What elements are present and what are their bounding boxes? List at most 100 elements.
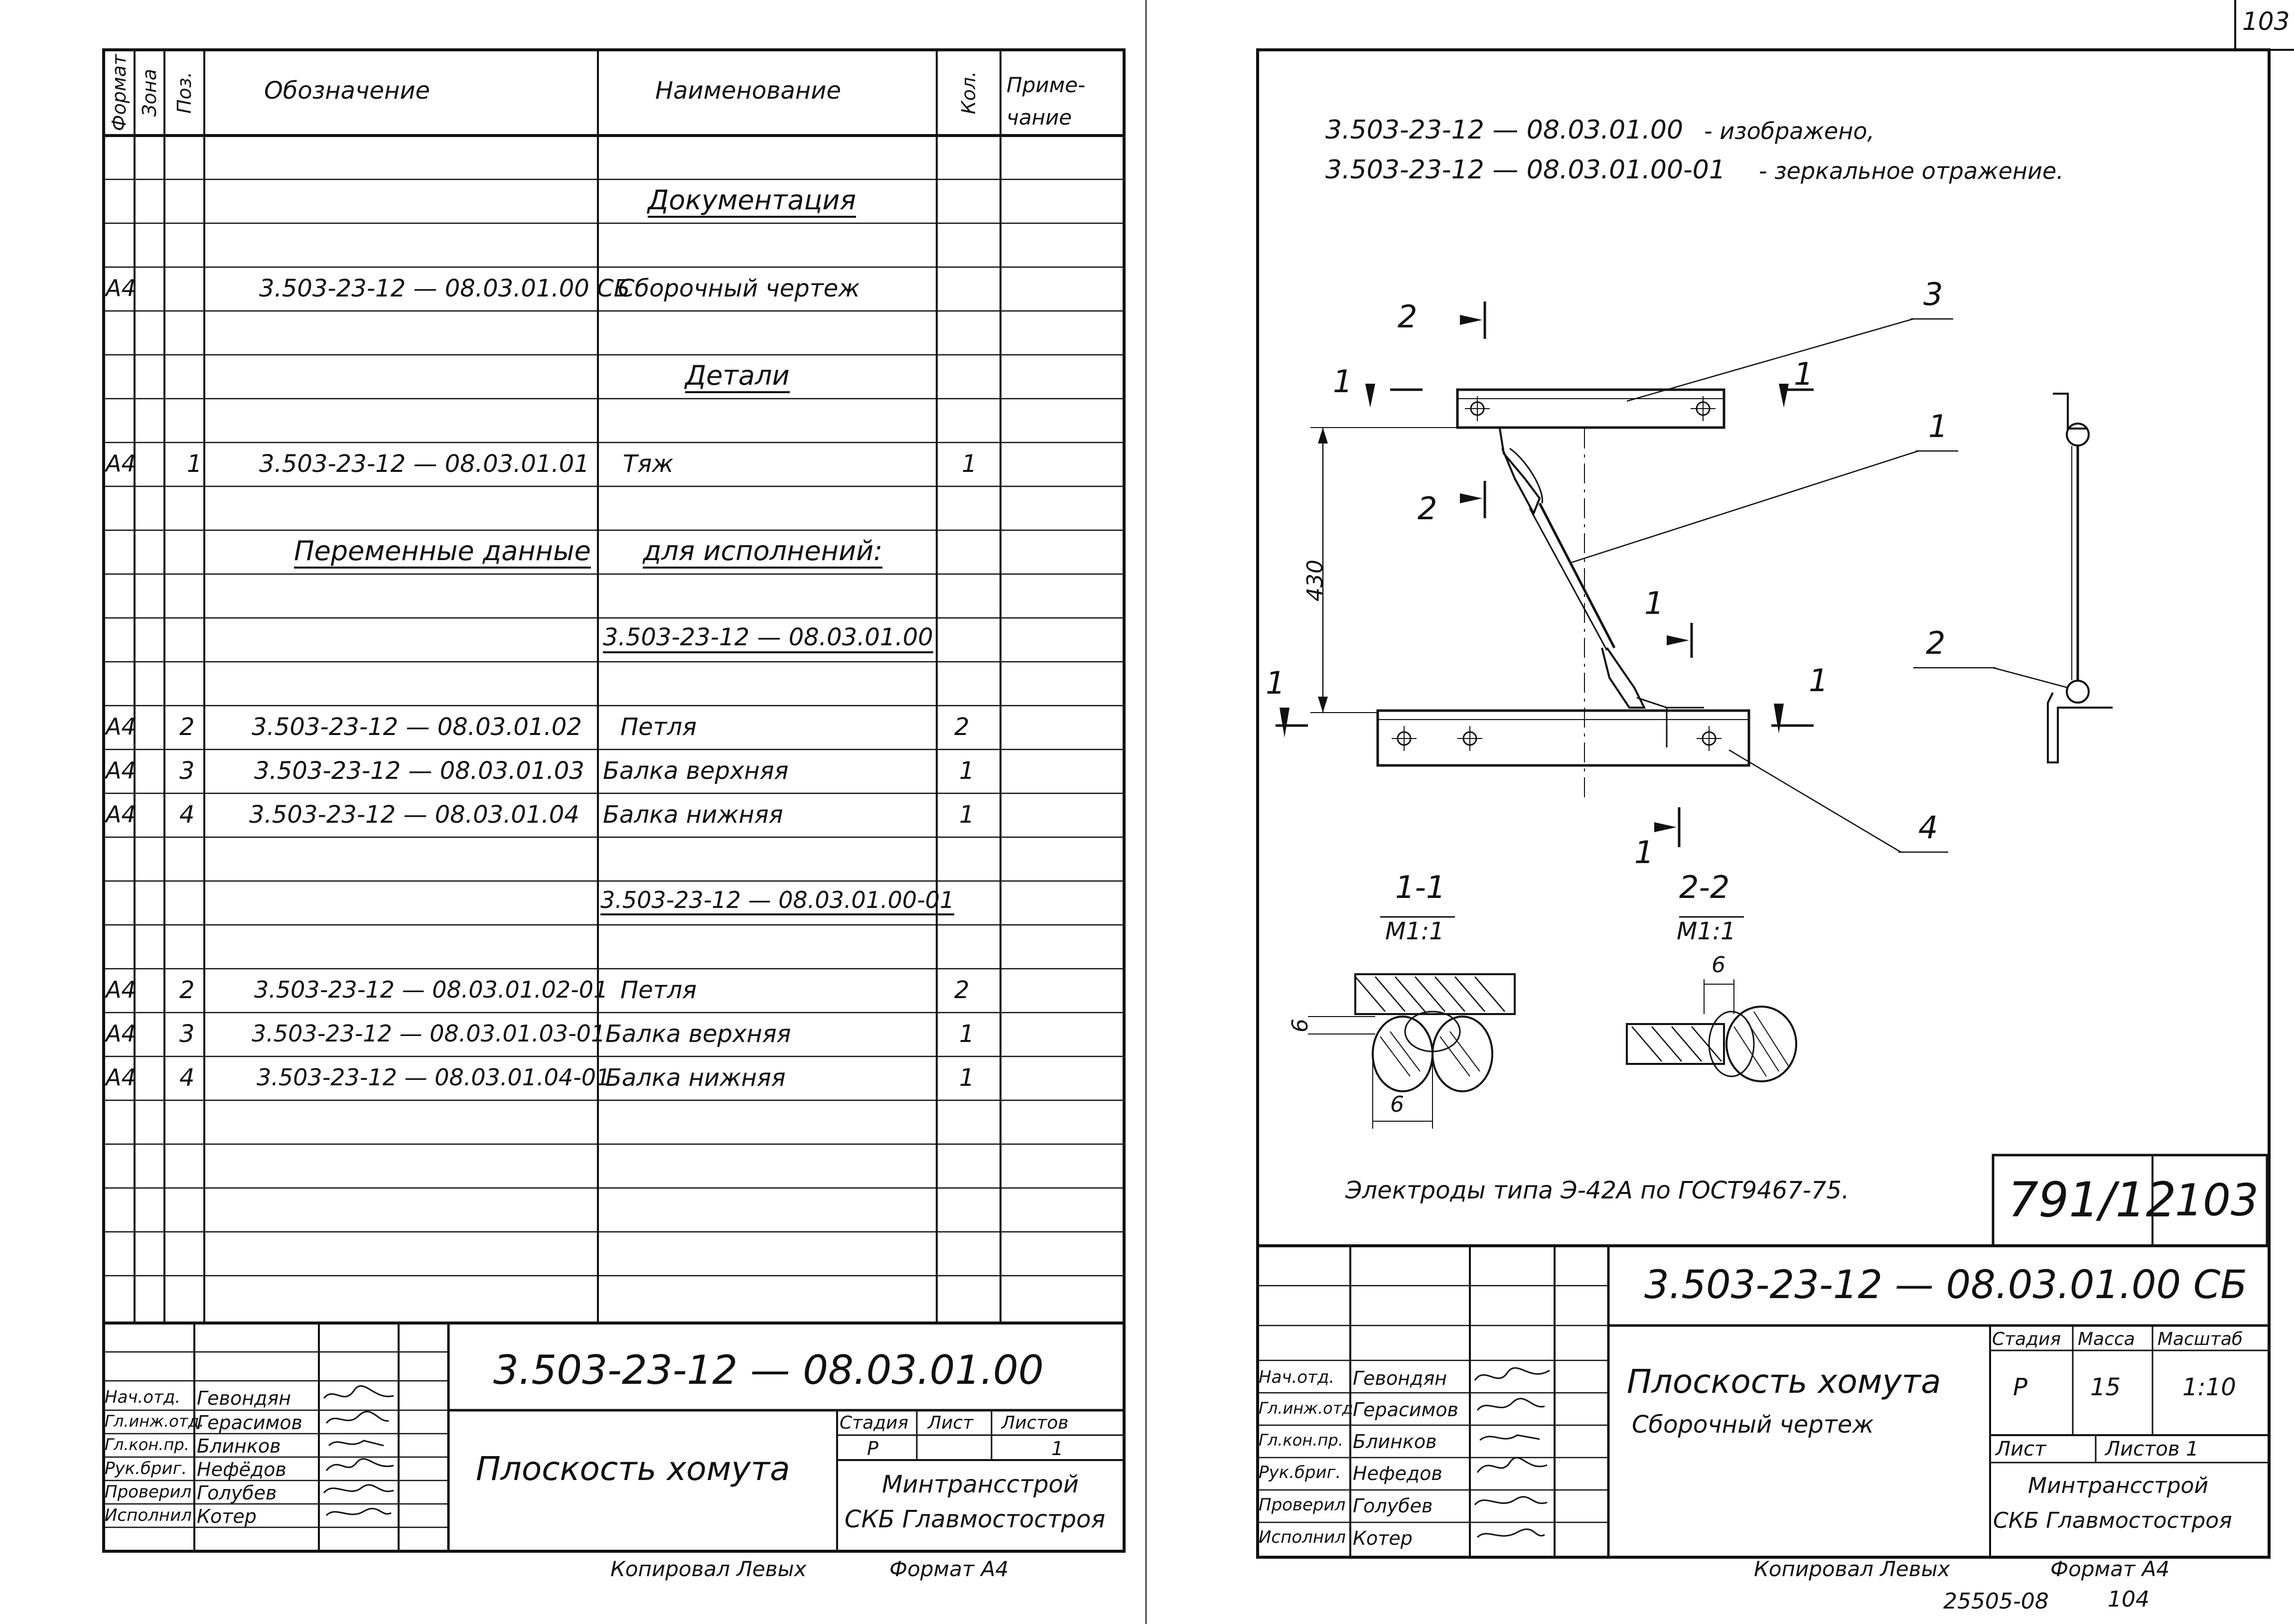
tb-org-1: Минтрансстрой bbox=[882, 1471, 1079, 1498]
person-name: Голубев bbox=[1353, 1495, 1433, 1517]
person-name: Гевондян bbox=[1353, 1367, 1447, 1389]
row-format: А4 bbox=[106, 1064, 136, 1091]
tb-stage-label: Стадия bbox=[1992, 1329, 2061, 1349]
row-name: Тяж bbox=[623, 450, 674, 478]
row-name: Сборочный чертеж bbox=[618, 275, 860, 302]
tb-sheet-label: Лист bbox=[928, 1413, 974, 1433]
footer-copied: Копировал Левых bbox=[1754, 1557, 1950, 1581]
person-name: Нефёдов bbox=[197, 1459, 287, 1480]
section-2-scale: М1:1 bbox=[1677, 917, 1736, 945]
note-line1-code: 3.503-23-12 — 08.03.01.00 bbox=[1325, 115, 1684, 145]
callout-3: 3 bbox=[1923, 276, 1943, 312]
row-name: Балка нижняя bbox=[603, 801, 783, 829]
tb-scale-label: Масштаб bbox=[2157, 1329, 2243, 1349]
tb-mass-label: Масса bbox=[2078, 1329, 2135, 1349]
row-pos: 4 bbox=[179, 1064, 195, 1092]
person-name: Голубев bbox=[197, 1482, 277, 1504]
person-role: Рук.бриг. bbox=[1259, 1463, 1341, 1482]
footer-format: Формат А4 bbox=[2050, 1557, 2170, 1581]
person-name: Блинков bbox=[197, 1435, 281, 1457]
row-pos: 3 bbox=[179, 757, 195, 785]
tb-subtitle: Сборочный чертеж bbox=[1632, 1411, 1874, 1439]
note-line2-text: - зеркальное отражение. bbox=[1759, 157, 2064, 184]
tb-title: Плоскость хомута bbox=[476, 1450, 790, 1488]
person-role: Проверил bbox=[105, 1482, 192, 1502]
row-format: А4 bbox=[106, 801, 136, 828]
footer-copied: Копировал Левых bbox=[610, 1557, 807, 1581]
footer-handwritten-2: 104 bbox=[2108, 1587, 2150, 1612]
row-name: Петля bbox=[620, 976, 697, 1004]
signatures-image bbox=[323, 1385, 394, 1516]
weld-dim: 6 bbox=[1712, 952, 1725, 978]
section-variant-b: 3.503-23-12 — 08.03.01.00-01 bbox=[600, 888, 955, 915]
tb-scale: 1:10 bbox=[2182, 1373, 2236, 1401]
section-mark: 1 bbox=[1794, 356, 1814, 392]
signatures-image bbox=[1474, 1367, 1550, 1538]
tb-code: 3.503-23-12 — 08.03.01.00 bbox=[493, 1347, 1044, 1393]
row-designation: 3.503-23-12 — 08.03.01.02 bbox=[252, 713, 582, 741]
tb-sheets-label: Листов 1 bbox=[2105, 1438, 2199, 1461]
person-role: Гл.инж.отд. bbox=[105, 1412, 204, 1431]
person-role: Нач.отд. bbox=[105, 1387, 181, 1407]
row-pos: 1 bbox=[187, 450, 202, 478]
row-format: А4 bbox=[106, 275, 136, 301]
row-designation: 3.503-23-12 — 08.03.01.02-01 bbox=[254, 976, 608, 1003]
tb-sheets: 1 bbox=[1051, 1438, 1064, 1460]
row-format: А4 bbox=[106, 450, 136, 477]
note-line2-code: 3.503-23-12 — 08.03.01.00-01 bbox=[1325, 155, 1725, 185]
weld-dim: 6 bbox=[1390, 1092, 1404, 1117]
person-name: Котер bbox=[197, 1505, 257, 1527]
section-variable-left: Переменные данные bbox=[294, 538, 591, 569]
header-designation: Обозначение bbox=[264, 77, 430, 105]
person-name: Блинков bbox=[1353, 1431, 1437, 1453]
person-name: Гевондян bbox=[197, 1387, 291, 1409]
tb-org-1: Минтрансстрой bbox=[2028, 1473, 2209, 1498]
row-qty: 2 bbox=[954, 976, 970, 1004]
callout-1: 1 bbox=[1928, 408, 1948, 444]
section-1-title: 1-1 bbox=[1395, 869, 1446, 905]
row-designation: 3.503-23-12 — 08.03.01.01 bbox=[259, 450, 589, 478]
dimension-430: 430 bbox=[1302, 560, 1328, 601]
section-variant-a: 3.503-23-12 — 08.03.01.00 bbox=[603, 625, 933, 653]
callout-4: 4 bbox=[1918, 809, 1938, 846]
header-zone: Зона bbox=[139, 69, 160, 117]
person-role: Рук.бриг. bbox=[105, 1459, 187, 1478]
row-format: А4 bbox=[106, 976, 136, 1003]
section-variable-right: для исполнений: bbox=[643, 538, 883, 569]
row-qty: 1 bbox=[959, 1064, 975, 1092]
header-note-1: Приме- bbox=[1006, 73, 1086, 97]
person-role: Исполнил bbox=[105, 1505, 192, 1525]
row-designation: 3.503-23-12 — 08.03.01.03-01 bbox=[252, 1020, 606, 1047]
tb-sheets-label: Листов bbox=[1002, 1413, 1069, 1433]
row-qty: 1 bbox=[959, 1020, 975, 1048]
section-mark: 2 bbox=[1398, 298, 1418, 335]
row-pos: 4 bbox=[179, 801, 195, 829]
person-name: Герасимов bbox=[197, 1412, 302, 1434]
section-mark: 1 bbox=[1333, 363, 1353, 400]
section-documentation: Документация bbox=[648, 187, 856, 218]
tb-org-2: СКБ Главмостостроя bbox=[845, 1505, 1106, 1533]
row-name: Петля bbox=[620, 713, 697, 741]
header-format: Формат bbox=[108, 54, 130, 132]
footer-format: Формат А4 bbox=[889, 1557, 1009, 1581]
row-qty: 1 bbox=[962, 450, 977, 478]
person-role: Гл.инж.отд. bbox=[1259, 1399, 1358, 1418]
header-qty: Кол. bbox=[958, 71, 980, 115]
person-role: Гл.кон.пр. bbox=[105, 1435, 189, 1454]
person-role: Проверил bbox=[1259, 1495, 1346, 1515]
row-pos: 2 bbox=[179, 976, 195, 1004]
tb-title: Плоскость хомута bbox=[1627, 1362, 1941, 1401]
header-note-2: чание bbox=[1006, 105, 1072, 130]
row-format: А4 bbox=[106, 713, 136, 740]
row-designation: 3.503-23-12 — 08.03.01.04 bbox=[249, 801, 579, 829]
stamp-sheet: 103 bbox=[2175, 1175, 2259, 1226]
row-format: А4 bbox=[106, 1020, 136, 1047]
section-1-scale: М1:1 bbox=[1385, 917, 1444, 945]
tb-org-2: СКБ Главмостостроя bbox=[1993, 1508, 2232, 1533]
tb-stage: Р bbox=[2013, 1373, 2027, 1401]
tb-mass: 15 bbox=[2090, 1373, 2121, 1401]
row-name: Балка нижняя bbox=[605, 1064, 786, 1092]
row-qty: 1 bbox=[959, 757, 975, 785]
callout-2: 2 bbox=[1926, 625, 1946, 661]
